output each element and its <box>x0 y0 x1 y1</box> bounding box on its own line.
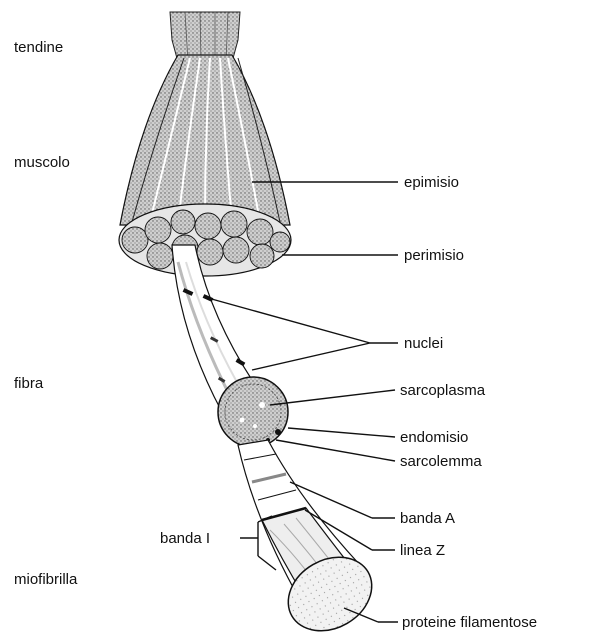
fascicle-cross-section <box>119 204 291 276</box>
label-linea-z: linea Z <box>400 543 445 558</box>
label-miofibrilla: miofibrilla <box>14 572 77 587</box>
label-fibra: fibra <box>14 376 43 391</box>
label-sarcoplasma: sarcoplasma <box>400 383 485 398</box>
label-endomisio: endomisio <box>400 430 468 445</box>
label-muscolo: muscolo <box>14 155 70 170</box>
myofibril <box>238 440 385 636</box>
label-banda-i: banda I <box>160 531 210 546</box>
label-tendine: tendine <box>14 40 63 55</box>
label-epimisio: epimisio <box>404 175 459 190</box>
label-proteine-filamentose: proteine filamentose <box>402 615 537 630</box>
fibre-cross-section <box>218 377 288 447</box>
label-perimisio: perimisio <box>404 248 464 263</box>
label-nuclei: nuclei <box>404 336 443 351</box>
label-sarcolemma: sarcolemma <box>400 454 482 469</box>
muscle-belly <box>120 55 290 225</box>
label-banda-a: banda A <box>400 511 455 526</box>
